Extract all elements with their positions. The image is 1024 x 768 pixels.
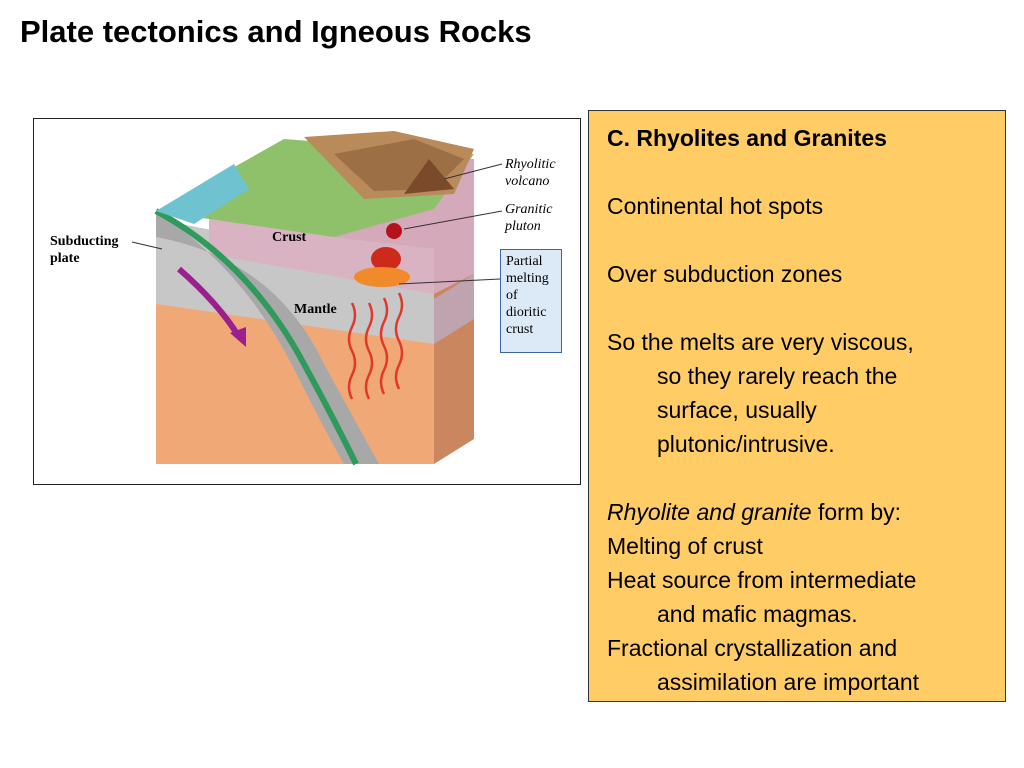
textbox-line-melting: Melting of crust: [607, 533, 763, 559]
label-subducting-plate: Subducting plate: [50, 234, 119, 266]
textbox-line-heat: Heat source from intermediate: [607, 567, 917, 593]
subduction-diagram: Subducting plate Crust Mantle Rhyolitic …: [33, 118, 581, 485]
textbox-line-hotspots: Continental hot spots: [607, 193, 824, 219]
rhyolites-granites-textbox: C. Rhyolites and Granites Continental ho…: [588, 110, 1006, 702]
textbox-line-subduction: Over subduction zones: [607, 261, 843, 287]
textbox-line-heat-cont: and mafic magmas.: [657, 601, 858, 627]
form-italic: Rhyolite and granite: [607, 499, 812, 525]
label-granitic-pluton: Granitic pluton: [505, 202, 553, 234]
textbox-line-viscous-cont-3: plutonic/intrusive.: [657, 431, 835, 457]
label-crust: Crust: [272, 230, 307, 245]
label-partial-melting-box: Partial melting of dioritic crust: [500, 249, 562, 353]
label-mantle: Mantle: [294, 302, 337, 317]
textbox-heading: C. Rhyolites and Granites: [607, 125, 887, 151]
textbox-line-viscous: So the melts are very viscous,: [607, 329, 914, 355]
textbox-line-frac-cont: assimilation are important: [657, 669, 920, 695]
textbox-line-viscous-cont-1: so they rarely reach the: [657, 363, 898, 389]
form-rest: form by:: [811, 499, 902, 525]
slide-title: Plate tectonics and Igneous Rocks: [20, 14, 532, 49]
subduction-block-illustration: [131, 131, 503, 466]
textbox-line-frac: Fractional crystallization and: [607, 635, 898, 661]
textbox-line-form-by: Rhyolite and granite form by:: [607, 495, 1005, 529]
label-rhyolitic-volcano: Rhyolitic volcano: [505, 157, 556, 189]
textbox-line-viscous-cont-2: surface, usually: [657, 397, 817, 423]
